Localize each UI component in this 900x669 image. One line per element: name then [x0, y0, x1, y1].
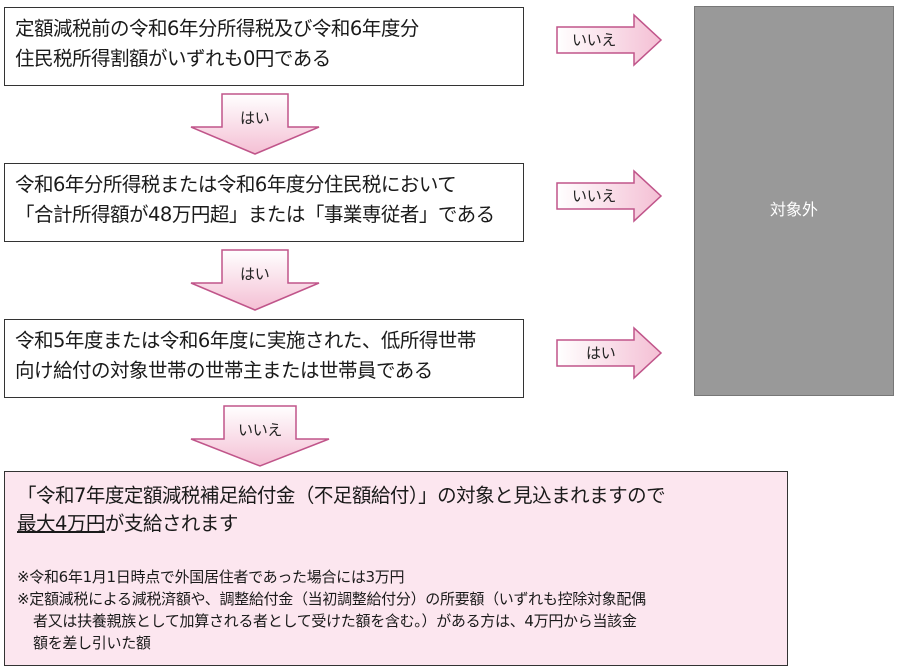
result-line-1: 「令和7年度定額減税補足給付金（不足額給付）」の対象と見込まれますので: [17, 484, 666, 507]
question-box-2: 令和6年分所得税または令和6年度分住民税において 「合計所得額が48万円超」また…: [4, 163, 524, 242]
right-arrow-2-label: いいえ: [572, 187, 617, 205]
result-line-2-rest: が支給されます: [104, 512, 239, 535]
down-arrow-3-label: いいえ: [238, 421, 283, 439]
question-box-1: 定額減税前の令和6年分所得税及び令和6年度分 住民税所得割額がいずれも0円である: [4, 7, 524, 86]
question-3-line-1: 令和5年度または令和6年度に実施された、低所得世帯: [15, 329, 476, 352]
right-arrow-no-1: いいえ: [556, 13, 663, 67]
question-box-3: 令和5年度または令和6年度に実施された、低所得世帯 向け給付の対象世帯の世帯主ま…: [4, 319, 524, 398]
down-arrow-1-label: はい: [240, 109, 270, 127]
down-arrow-yes-1: はい: [190, 93, 320, 155]
question-3-line-2: 向け給付の対象世帯の世帯主または世帯員である: [15, 359, 433, 382]
note-1: ※令和6年1月1日時点で外国居住者であった場合には3万円: [17, 568, 405, 586]
right-arrow-yes-3: はい: [556, 326, 663, 380]
max-amount-emphasis: 最大4万円: [17, 512, 105, 535]
down-arrow-icon: [190, 405, 330, 467]
down-arrow-yes-2: はい: [190, 249, 320, 311]
down-arrow-no-3: いいえ: [190, 405, 330, 467]
not-eligible-label: 対象外: [769, 200, 818, 219]
right-arrow-1-label: いいえ: [572, 31, 617, 49]
right-arrow-icon: [556, 326, 663, 380]
note-2-cont-2: 額を差し引いた額: [33, 634, 151, 652]
note-2: ※定額減税による減税済額や、調整給付金（当初調整給付分）の所要額（いずれも控除対…: [17, 590, 646, 608]
right-arrow-icon: [556, 169, 663, 223]
down-arrow-icon: [190, 93, 320, 155]
question-2-line-2: 「合計所得額が48万円超」または「事業専従者」である: [15, 203, 495, 226]
question-1-line-2: 住民税所得割額がいずれも0円である: [15, 47, 331, 70]
question-1-line-1: 定額減税前の令和6年分所得税及び令和6年度分: [15, 17, 419, 40]
result-line-2: 最大4万円が支給されます: [17, 510, 665, 538]
right-arrow-icon: [556, 13, 663, 67]
result-box: 「令和7年度定額減税補足給付金（不足額給付）」の対象と見込まれますので 最大4万…: [4, 471, 788, 666]
question-2-line-1: 令和6年分所得税または令和6年度分住民税において: [15, 173, 457, 196]
result-notes: ※令和6年1月1日時点で外国居住者であった場合には3万円 ※定額減税による減税済…: [17, 566, 646, 654]
right-arrow-3-label: はい: [586, 344, 616, 362]
right-arrow-no-2: いいえ: [556, 169, 663, 223]
down-arrow-icon: [190, 249, 320, 311]
note-2-cont: 者又は扶養親族として加算される者として受けた額を含む。）がある方は、4万円から当…: [33, 612, 637, 630]
down-arrow-2-label: はい: [240, 265, 270, 283]
result-main-text: 「令和7年度定額減税補足給付金（不足額給付）」の対象と見込まれますので 最大4万…: [17, 482, 666, 538]
not-eligible-box: 対象外: [694, 6, 894, 396]
